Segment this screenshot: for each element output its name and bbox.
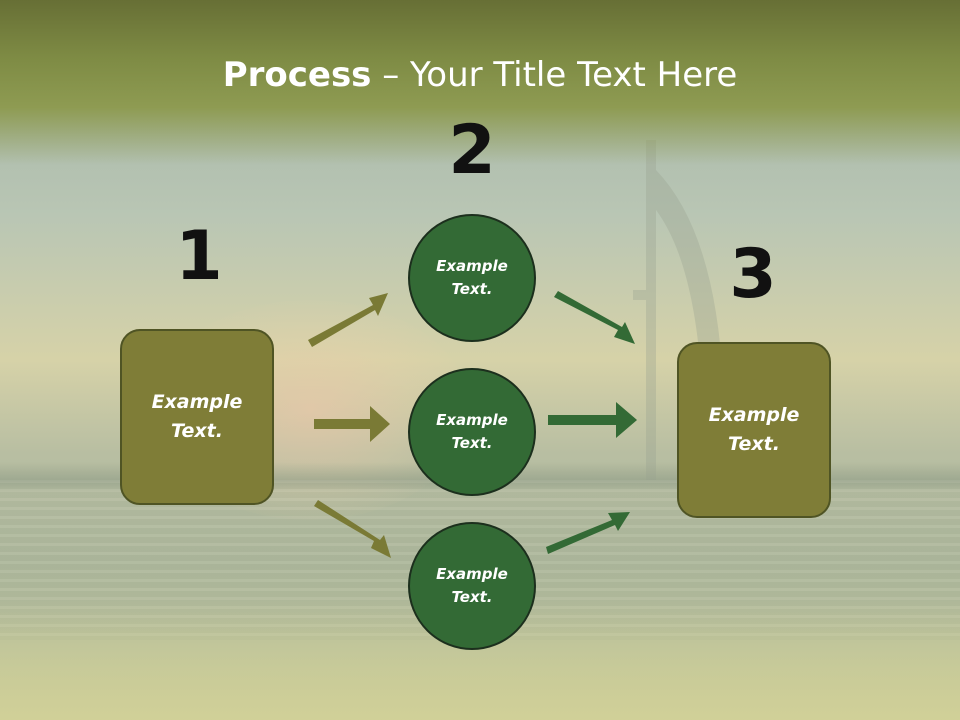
arrow-left-to-top	[308, 293, 388, 347]
arrow-left-to-bottom	[314, 500, 391, 558]
circle-top-text: Example Text.	[436, 257, 508, 298]
title-rest: – Your Title Text Here	[371, 55, 738, 95]
circle-bottom-text: Example Text.	[436, 565, 508, 606]
circle-middle-text: Example Text.	[436, 411, 508, 452]
step-number-2: 2	[448, 111, 496, 190]
title-bold: Process	[222, 55, 372, 95]
circle-bottom[interactable]: Example Text.	[408, 522, 536, 650]
right-box-text: Example Text.	[708, 404, 800, 455]
right-box[interactable]: Example Text.	[677, 342, 831, 518]
step-number-1: 1	[175, 217, 223, 296]
arrow-bottom-to-right	[546, 512, 630, 554]
arrow-middle-to-right	[548, 402, 637, 438]
left-box[interactable]: Example Text.	[120, 329, 274, 505]
step-number-3: 3	[729, 235, 777, 314]
circle-middle[interactable]: Example Text.	[408, 368, 536, 496]
title-band	[0, 0, 960, 165]
slide-title: Process – Your Title Text Here	[0, 52, 960, 98]
circle-top[interactable]: Example Text.	[408, 214, 536, 342]
left-box-text: Example Text.	[151, 391, 243, 442]
arrow-left-to-middle	[314, 406, 390, 442]
arrow-top-to-right	[554, 291, 635, 344]
